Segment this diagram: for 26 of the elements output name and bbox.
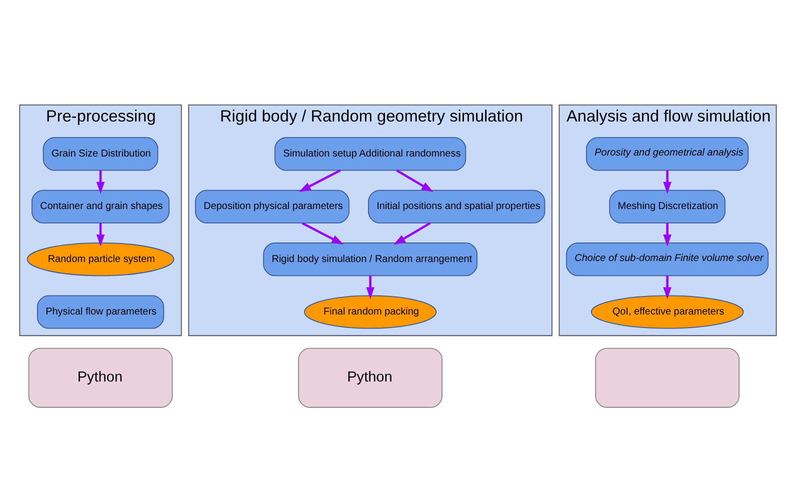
node-box: Container and grain shapes xyxy=(32,189,170,223)
arrow xyxy=(96,170,105,194)
node-box: Initial positions and spatial properties xyxy=(368,189,546,223)
node-box: Meshing Discretization xyxy=(609,189,726,223)
node-box: Choice of sub-domain Finite volume solver xyxy=(566,242,769,276)
node-box xyxy=(595,347,740,408)
node-ellipse: Random particle system xyxy=(26,242,174,276)
arrow xyxy=(366,275,374,299)
node-ellipse: Final random packing xyxy=(304,294,437,328)
node-box: Physical flow parameters xyxy=(36,294,164,328)
arrow xyxy=(396,168,434,192)
arrow xyxy=(96,222,105,246)
arrow xyxy=(394,222,431,244)
node-box: Python xyxy=(28,347,173,408)
node-box: Simulation setup Additional randomness xyxy=(274,136,466,170)
node-box: Deposition physical parameters xyxy=(194,189,350,223)
node-box: Grain Size Distribution xyxy=(42,136,158,170)
node-box: Rigid body simulation / Random arrangement xyxy=(263,242,478,276)
node-box: Python xyxy=(298,347,442,408)
arrow xyxy=(663,275,672,299)
arrow xyxy=(302,222,344,244)
arrow xyxy=(663,170,672,194)
arrow xyxy=(663,222,672,246)
node-ellipse: QoI, effective parameters xyxy=(590,294,744,328)
arrow xyxy=(298,168,341,192)
node-box: Porosity and geometrical analysis xyxy=(586,136,749,170)
